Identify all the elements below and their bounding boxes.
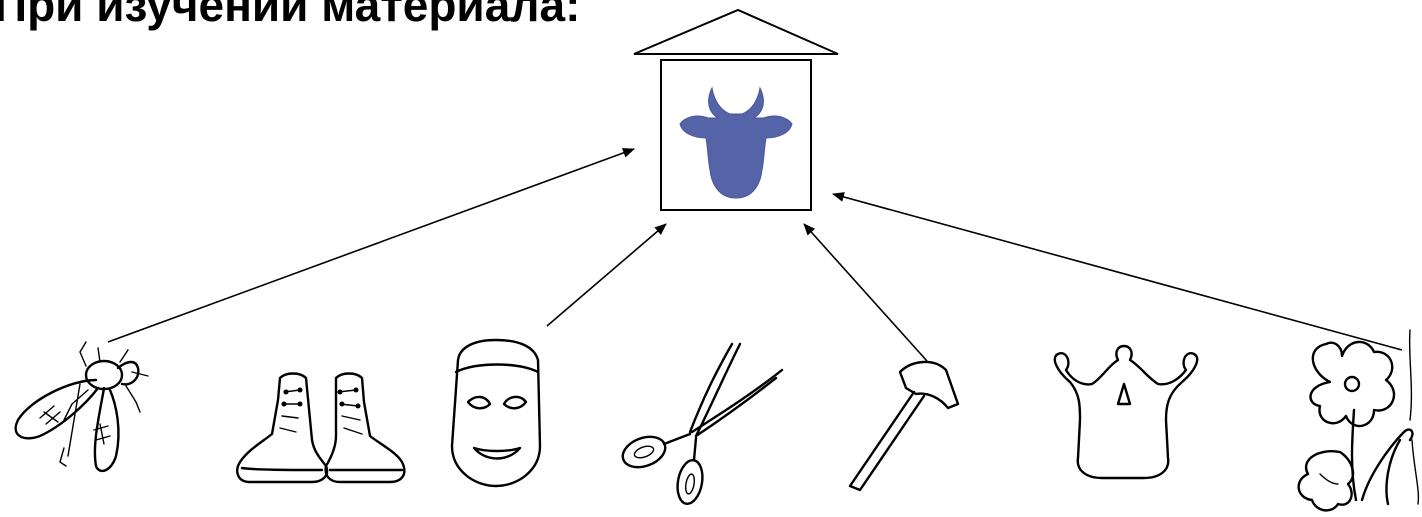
flower-icon [1299,330,1419,510]
fly-icon [16,342,148,471]
arrow-hammer [804,224,927,361]
arrow-mask [547,224,666,326]
scissors-icon [619,344,782,506]
arrow-fly [108,149,634,342]
mask-icon [452,340,540,486]
house-roof [634,10,838,54]
arrow-flower [833,194,1402,350]
hammer-icon [850,362,958,490]
house [634,10,838,210]
crown-icon [1055,346,1197,478]
boots-icon [237,374,404,483]
